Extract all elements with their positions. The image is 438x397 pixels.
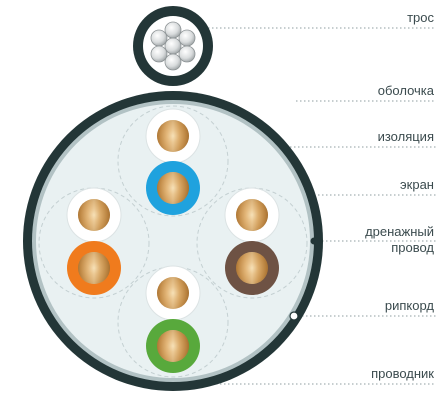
pair-orange <box>66 187 122 295</box>
ripcord <box>289 311 299 321</box>
drain-wire <box>310 237 318 245</box>
pair-boundaries <box>38 105 308 378</box>
pair-blue <box>145 108 201 215</box>
label-tros: трос <box>407 10 434 25</box>
label-ekran: экран <box>400 177 434 192</box>
pair-green <box>145 265 201 373</box>
label-obolochka: оболочка <box>378 83 435 98</box>
label-drenazh-line1: дренажный <box>365 224 434 239</box>
callout-labels: трос оболочка изоляция экран дренажный п… <box>365 10 435 381</box>
pair-brown <box>224 187 280 295</box>
label-ripkord: рипкорд <box>385 298 435 313</box>
cable-sheath <box>23 91 323 391</box>
messenger-wire <box>133 6 213 86</box>
label-drenazh-line2: провод <box>391 240 434 255</box>
label-izolyaciya: изоляция <box>378 129 434 144</box>
label-provodnik: проводник <box>371 366 434 381</box>
